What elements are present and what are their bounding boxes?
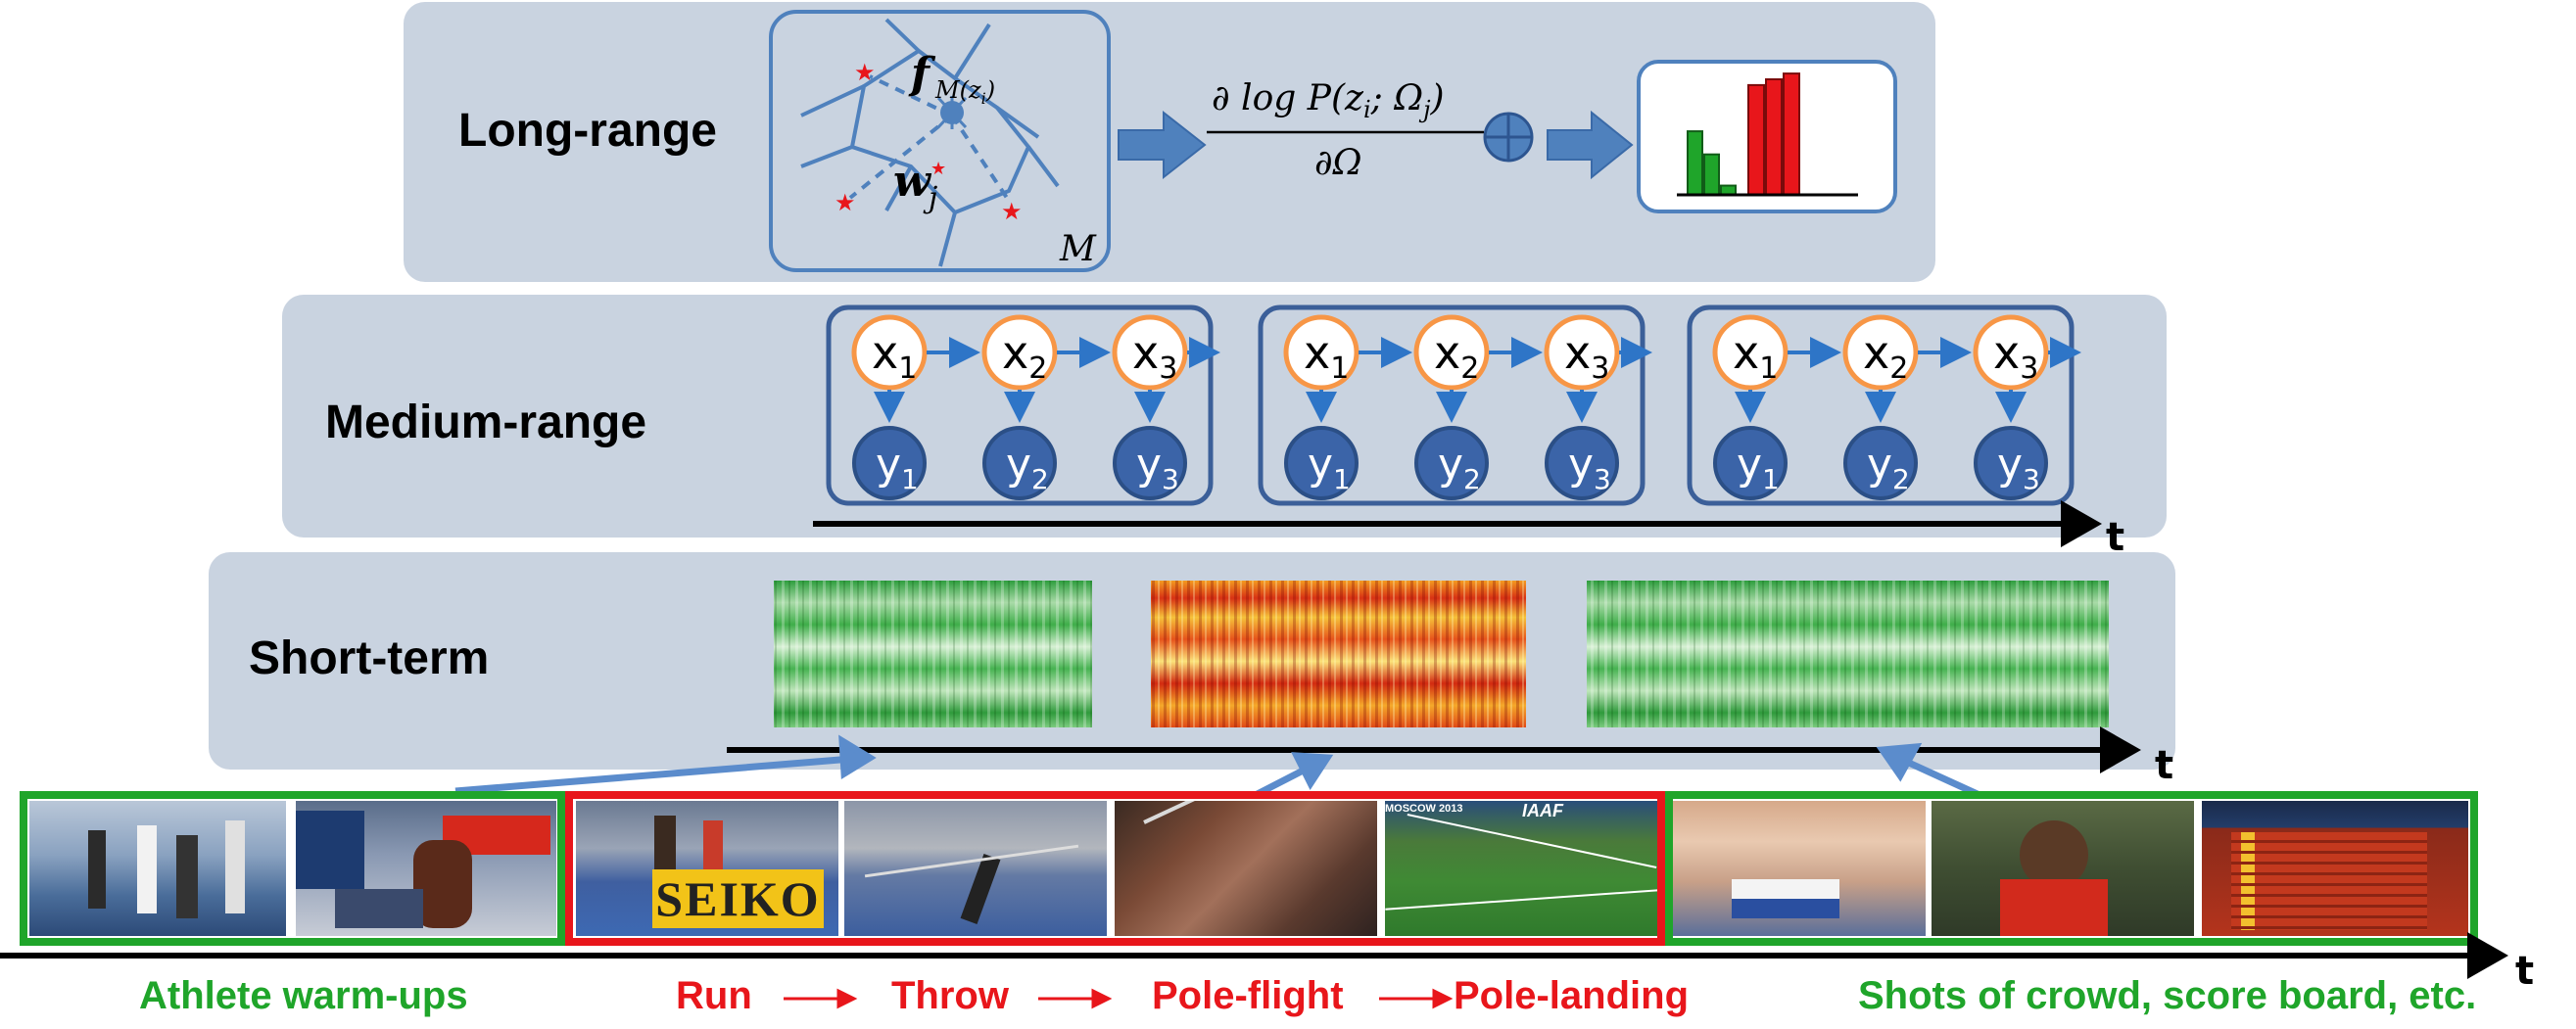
formula-denominator: ∂Ω xyxy=(1314,143,1361,183)
observed-node-label: y3 xyxy=(1997,440,2040,495)
observed-node-label: y1 xyxy=(1737,440,1780,495)
hidden-node xyxy=(1973,314,2049,391)
observed-node-label: y1 xyxy=(876,440,919,495)
frame-scoreboard[interactable] xyxy=(2202,801,2468,936)
hidden-node-label: x3 xyxy=(1993,326,2038,386)
caption-pole-flight: Pole-flight xyxy=(1152,974,1344,1017)
observed-node-label: y2 xyxy=(1438,440,1481,495)
observed-node-label: y3 xyxy=(1136,440,1179,495)
caption-run: Run xyxy=(676,974,752,1017)
observed-node xyxy=(1545,426,1619,500)
hidden-node xyxy=(851,314,928,391)
svg-text:★: ★ xyxy=(854,59,876,86)
observed-node-label: y2 xyxy=(1867,440,1910,495)
histogram-bars xyxy=(1687,72,1800,197)
hmm-block xyxy=(1258,304,1646,506)
caption-throw: Throw xyxy=(891,974,1009,1017)
observed-node xyxy=(852,426,927,500)
frame-pole-landing[interactable]: MOSCOW 2013 IAAF xyxy=(1385,801,1657,936)
moscow-banner: MOSCOW 2013 xyxy=(1385,803,1463,815)
hidden-node xyxy=(1544,314,1620,391)
frame-pole-flight[interactable] xyxy=(1115,801,1377,936)
long-range-label: Long-range xyxy=(458,105,717,157)
iaaf-logo: IAAF xyxy=(1522,801,1563,820)
center-spikes xyxy=(936,96,968,129)
hmm-block xyxy=(826,304,1214,506)
hidden-node xyxy=(1712,314,1789,391)
hidden-node-label: x1 xyxy=(1733,326,1778,386)
observed-node xyxy=(1113,426,1187,500)
flow-arrow-1 xyxy=(1118,110,1207,180)
observed-node xyxy=(1284,426,1359,500)
hidden-node-label: x2 xyxy=(1863,326,1908,386)
caption-warmups: Athlete warm-ups xyxy=(139,974,468,1017)
hidden-node-label: x3 xyxy=(1564,326,1609,386)
hidden-node xyxy=(1283,314,1360,391)
voronoi-lines xyxy=(800,18,1060,267)
medium-range-label: Medium-range xyxy=(325,397,647,448)
flow-arrow-2 xyxy=(1547,110,1634,180)
observed-node xyxy=(1713,426,1788,500)
caption-arrows xyxy=(784,988,1454,1009)
hidden-node xyxy=(1842,314,1919,391)
f-subscript: M(zi) xyxy=(934,76,995,108)
frame-throw[interactable] xyxy=(844,801,1107,936)
up-arrows xyxy=(454,734,2005,810)
hidden-node xyxy=(1413,314,1490,391)
red-stars: ★ ★ ★ ★ xyxy=(835,59,1023,225)
medium-t-label: t xyxy=(2106,515,2124,560)
formula-numerator: ∂ log P(zi; Ωj) xyxy=(1212,78,1445,123)
observed-node-label: y3 xyxy=(1568,440,1611,495)
observed-node xyxy=(1974,426,2048,500)
svg-text:★: ★ xyxy=(1001,198,1023,225)
hidden-node-label: x2 xyxy=(1434,326,1479,386)
frame-crowd[interactable] xyxy=(1673,801,1926,936)
hmm-block xyxy=(1687,304,2075,506)
dashed-links xyxy=(848,74,1011,203)
frame-run[interactable]: SEIKO xyxy=(576,801,838,936)
short-t-label: t xyxy=(2155,743,2173,788)
caption-crowd: Shots of crowd, score board, etc. xyxy=(1858,974,2477,1017)
w-label: w xyxy=(893,157,932,207)
hidden-node-label: x2 xyxy=(1002,326,1047,386)
hidden-node-label: x1 xyxy=(1304,326,1349,386)
bottom-t-label: t xyxy=(2515,949,2534,994)
frame-athlete-celebration[interactable] xyxy=(1932,801,2194,936)
observed-node-label: y2 xyxy=(1006,440,1049,495)
frame-warmup-1[interactable] xyxy=(29,801,286,936)
hidden-node xyxy=(981,314,1058,391)
observed-node xyxy=(1414,426,1489,500)
hidden-node xyxy=(1112,314,1188,391)
frame-warmup-2[interactable] xyxy=(296,801,556,936)
svg-text:★: ★ xyxy=(930,159,946,179)
observed-node xyxy=(1843,426,1918,500)
observed-node-label: y1 xyxy=(1308,440,1351,495)
caption-pole-landing: Pole-landing xyxy=(1454,974,1689,1017)
hidden-node-label: x1 xyxy=(872,326,917,386)
svg-text:★: ★ xyxy=(835,189,856,216)
manifold-box xyxy=(769,10,1111,272)
manifold-label: M xyxy=(1059,229,1097,269)
hidden-node-label: x3 xyxy=(1132,326,1177,386)
seiko-board: SEIKO xyxy=(652,869,824,928)
short-term-label: Short-term xyxy=(249,632,490,684)
observed-node xyxy=(982,426,1057,500)
